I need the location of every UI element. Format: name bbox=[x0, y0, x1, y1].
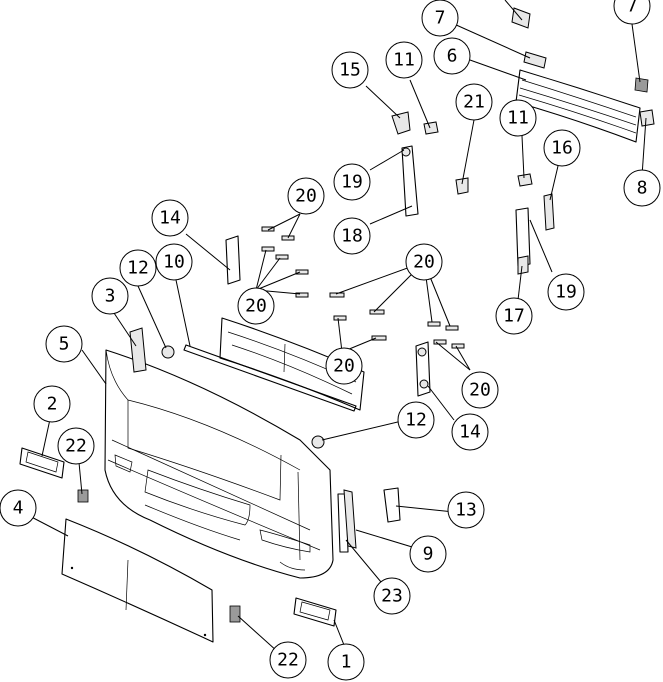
callout-14-lower: 14 bbox=[451, 413, 489, 451]
part-strip-23 bbox=[337, 493, 349, 553]
svg-text:23: 23 bbox=[381, 586, 403, 607]
svg-text:3: 3 bbox=[105, 286, 116, 307]
part-bracket-17 bbox=[515, 207, 531, 275]
svg-text:21: 21 bbox=[463, 92, 485, 113]
svg-text:20: 20 bbox=[295, 186, 317, 207]
part-strip-16 bbox=[543, 193, 555, 231]
svg-text:17: 17 bbox=[503, 306, 525, 327]
svg-text:13: 13 bbox=[455, 500, 477, 521]
part-fastener-22a bbox=[77, 489, 89, 503]
callout-1: 1 bbox=[327, 643, 365, 681]
callout-7-upper-left: 7 bbox=[421, 0, 459, 37]
callout-13: 13 bbox=[447, 491, 485, 529]
part-clips-20 bbox=[261, 226, 465, 349]
callout-6: 6 bbox=[433, 37, 471, 75]
part-lamp-1 bbox=[293, 597, 337, 627]
svg-text:9: 9 bbox=[423, 544, 434, 565]
svg-text:15: 15 bbox=[339, 60, 361, 81]
svg-text:6: 6 bbox=[447, 46, 458, 67]
part-fastener-22b bbox=[229, 605, 241, 623]
svg-text:14: 14 bbox=[159, 208, 181, 229]
part-bracket-14b bbox=[415, 341, 431, 397]
callout-21: 21 bbox=[455, 83, 493, 121]
callout-4: 4 bbox=[0, 489, 37, 527]
callout-10: 10 bbox=[155, 243, 193, 281]
callout-7-upper-right: 7 bbox=[613, 0, 651, 25]
svg-text:22: 22 bbox=[277, 650, 299, 671]
callout-19-upper: 19 bbox=[333, 163, 371, 201]
svg-text:11: 11 bbox=[393, 50, 415, 71]
part-bracket-14a bbox=[225, 235, 241, 285]
svg-text:19: 19 bbox=[555, 282, 577, 303]
callout-3: 3 bbox=[91, 277, 129, 315]
part-front-fascia bbox=[104, 349, 334, 579]
svg-text:5: 5 bbox=[59, 334, 70, 355]
callout-17: 17 bbox=[495, 297, 533, 335]
callout-5: 5 bbox=[45, 325, 83, 363]
svg-text:12: 12 bbox=[405, 410, 427, 431]
leader-lines bbox=[17, 0, 647, 653]
callout-11-upper: 11 bbox=[385, 41, 423, 79]
svg-text:20: 20 bbox=[333, 356, 355, 377]
part-sphere-12a bbox=[161, 345, 175, 359]
callout-15: 15 bbox=[331, 51, 369, 89]
part-bolt-11a bbox=[423, 121, 439, 135]
part-bracket-15 bbox=[391, 111, 411, 135]
svg-text:2: 2 bbox=[47, 394, 58, 415]
callout-2: 2 bbox=[33, 385, 71, 423]
part-bracket-18 bbox=[401, 145, 419, 217]
svg-text:20: 20 bbox=[245, 296, 267, 317]
svg-text:22: 22 bbox=[65, 436, 87, 457]
svg-text:14: 14 bbox=[459, 422, 481, 443]
svg-text:11: 11 bbox=[507, 108, 529, 129]
svg-text:16: 16 bbox=[551, 138, 573, 159]
callout-14-upper: 14 bbox=[151, 199, 189, 237]
part-bumper-panel bbox=[61, 518, 214, 643]
part-bolt-11b bbox=[517, 173, 533, 187]
callout-20-top: 20 bbox=[287, 177, 325, 215]
callout-20-right: 20 bbox=[461, 371, 499, 409]
svg-text:8: 8 bbox=[637, 178, 648, 199]
part-grille bbox=[515, 69, 641, 143]
callout-12-lower: 12 bbox=[397, 401, 435, 439]
callout-23: 23 bbox=[373, 577, 411, 615]
callout-18: 18 bbox=[333, 217, 371, 255]
callout-20-lower-middle: 20 bbox=[325, 347, 363, 385]
callout-20-center: 20 bbox=[405, 243, 443, 281]
svg-text:19: 19 bbox=[341, 172, 363, 193]
callout-22-left: 22 bbox=[57, 427, 95, 465]
svg-text:4: 4 bbox=[13, 498, 24, 519]
part-sphere-12b bbox=[311, 435, 325, 449]
part-bracket-8 bbox=[639, 109, 655, 127]
part-strip-9 bbox=[343, 489, 357, 549]
callout-8: 8 bbox=[623, 169, 661, 207]
svg-text:20: 20 bbox=[469, 380, 491, 401]
svg-text:7: 7 bbox=[435, 8, 446, 29]
svg-text:10: 10 bbox=[163, 252, 185, 273]
callout-11-lower: 11 bbox=[499, 99, 537, 137]
svg-text:7: 7 bbox=[627, 0, 638, 17]
part-bracket-13 bbox=[383, 487, 401, 523]
part-bracket-21 bbox=[455, 177, 469, 195]
svg-text:20: 20 bbox=[413, 252, 435, 273]
part-lamp-2 bbox=[19, 447, 65, 479]
callout-20-left: 20 bbox=[237, 287, 275, 325]
callout-12-upper: 12 bbox=[119, 249, 157, 287]
callout-9: 9 bbox=[409, 535, 447, 573]
part-bracket-3 bbox=[129, 327, 147, 373]
svg-text:12: 12 bbox=[127, 258, 149, 279]
callout-16: 16 bbox=[543, 129, 581, 167]
svg-text:1: 1 bbox=[341, 652, 352, 673]
svg-text:18: 18 bbox=[341, 226, 363, 247]
callout-22-bottom: 22 bbox=[269, 641, 307, 679]
callout-19-lower: 19 bbox=[547, 273, 585, 311]
